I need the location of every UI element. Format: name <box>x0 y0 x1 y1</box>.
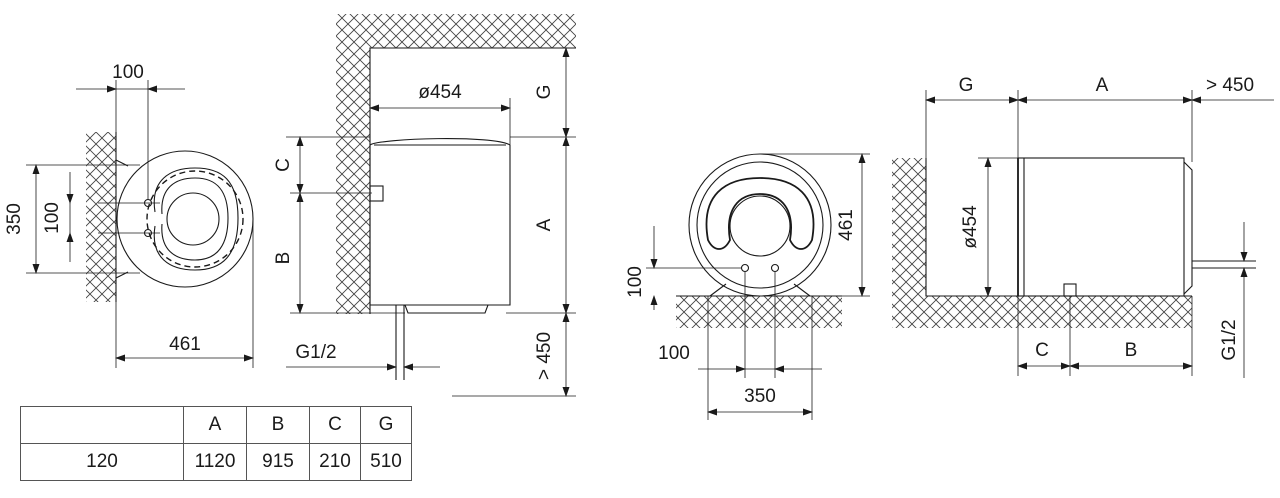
tank-top <box>369 138 511 146</box>
table-header-cell <box>20 406 184 444</box>
wall-hatch <box>86 132 116 302</box>
ceiling-hatch <box>336 14 576 48</box>
pipe-hole-2 <box>770 263 780 273</box>
label-c-vertical: C <box>273 158 294 172</box>
bracket-box-horizontal <box>1063 283 1077 297</box>
tank-body-horizontal <box>1017 157 1185 297</box>
tank-body <box>369 145 511 306</box>
pipe-hole-1 <box>740 263 750 273</box>
bracket <box>115 159 129 279</box>
table-cell: 915 <box>246 443 310 481</box>
table-row: 120 1120 915 210 510 <box>20 443 412 481</box>
table-header-cell: A <box>183 406 247 444</box>
table-cell: 1120 <box>183 443 247 481</box>
bracket-box <box>369 185 384 202</box>
label-g-vertical: G <box>534 85 555 100</box>
label-100-low: 100 <box>658 343 690 364</box>
view-horizontal-side: G A > 450 ø454 C B G1/2 <box>892 75 1274 378</box>
table-header-cell: B <box>246 406 310 444</box>
label-d454-horizontal: ø454 <box>960 205 981 249</box>
flange-circle <box>166 192 220 246</box>
outer-coil <box>153 167 239 271</box>
wall-hatch-side <box>336 48 370 314</box>
label-b-horizontal: B <box>1125 340 1138 361</box>
tank-circle <box>116 150 254 288</box>
tank-inner-circle <box>696 161 824 289</box>
label-gt450-vertical: > 450 <box>534 332 555 380</box>
label-350-side: 350 <box>4 203 25 235</box>
label-100-left: 100 <box>625 266 646 298</box>
table-header-cell: G <box>360 406 412 444</box>
label-b-vertical: B <box>273 252 294 265</box>
label-100-top: 100 <box>112 62 144 83</box>
label-c-horizontal: C <box>1035 340 1049 361</box>
floor-hatch-horizontal <box>892 296 1192 328</box>
label-461-bottom: 461 <box>169 334 201 355</box>
dashed-coil-outer <box>146 170 244 268</box>
label-d454: ø454 <box>418 82 462 103</box>
table-header-cell: C <box>309 406 361 444</box>
label-350-bottom: 350 <box>744 386 776 407</box>
label-a-vertical: A <box>534 218 555 231</box>
view-horizontal-end: 461 100 100 350 <box>625 153 870 420</box>
table-header-row: A B C G <box>20 406 412 444</box>
coil-horseshoe <box>705 177 815 250</box>
view-vertical-side: ø454 C B G A > 450 G1/2 <box>273 14 576 397</box>
tank-circle-end <box>688 153 832 297</box>
table-cell: 510 <box>360 443 412 481</box>
label-461-right: 461 <box>836 209 857 241</box>
tank-end-cap <box>1183 161 1193 295</box>
dimensions-table: A B C G 120 1120 915 210 510 <box>20 406 412 481</box>
supports-end <box>709 283 811 297</box>
tank-bottom-cap <box>404 304 489 314</box>
label-g12-vertical: G1/2 <box>295 342 336 363</box>
label-100-side: 100 <box>42 202 63 234</box>
wall-hatch-horizontal <box>892 158 926 296</box>
table-cell: 210 <box>309 443 361 481</box>
view-vertical-top: 100 350 100 461 <box>4 62 254 368</box>
inner-coil <box>161 177 229 261</box>
floor-hatch-end <box>676 296 842 328</box>
label-g-horizontal: G <box>959 75 974 96</box>
table-cell-model: 120 <box>20 443 184 481</box>
label-gt450-horizontal: > 450 <box>1206 75 1254 96</box>
label-a-horizontal: A <box>1096 75 1109 96</box>
flange-circle-end <box>729 195 791 257</box>
label-g12-horizontal: G1/2 <box>1219 319 1240 360</box>
